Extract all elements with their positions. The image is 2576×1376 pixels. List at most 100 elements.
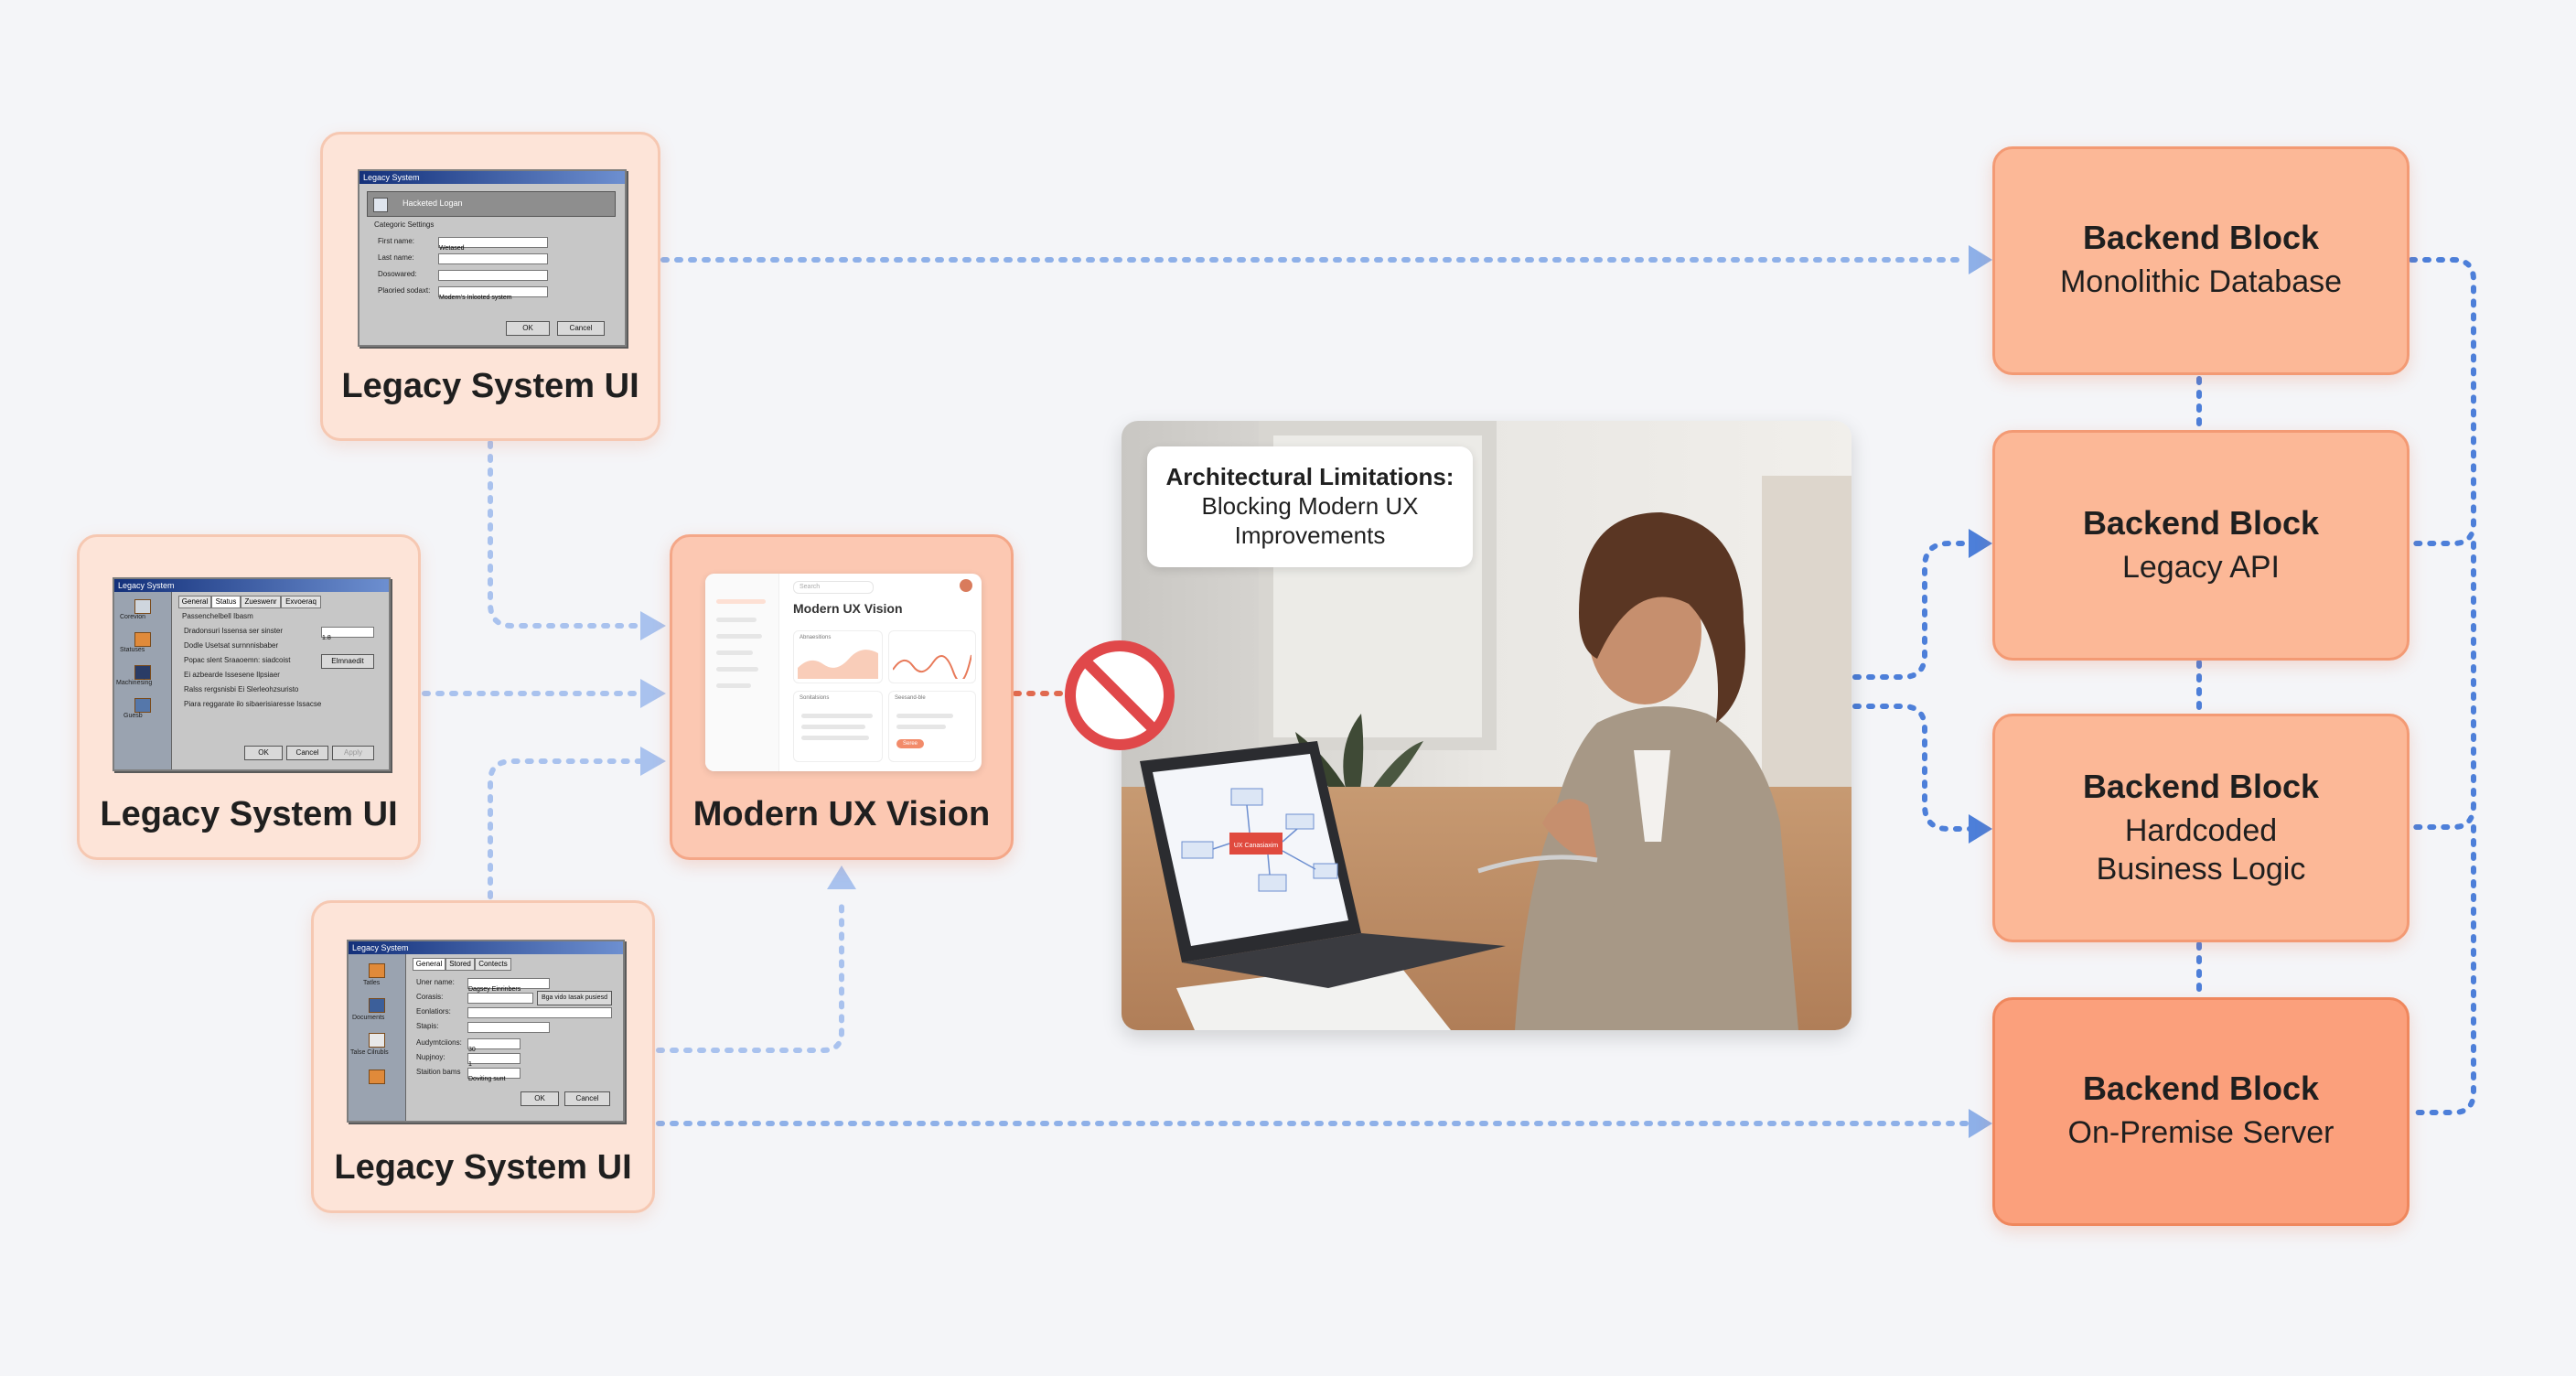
cancel-button[interactable]: Cancel xyxy=(564,1091,610,1106)
field-label: Staition bams xyxy=(416,1068,461,1076)
laptop: UX Canasiaxim xyxy=(1140,741,1506,988)
node-label: Legacy System UI xyxy=(100,795,398,833)
option-item[interactable]: Popac slent Sraaoemn: siadcoist xyxy=(184,656,291,664)
arrowhead xyxy=(1969,814,1992,844)
field-input[interactable] xyxy=(467,1007,612,1018)
tab-exvoeraq[interactable]: Exvoeraq xyxy=(281,596,321,608)
field-select[interactable]: 30 xyxy=(467,1038,521,1053)
backend-block-database[interactable]: Backend Block Monolithic Database xyxy=(1992,146,2410,375)
connector-legacy3-modern-a xyxy=(488,758,643,899)
legacy-system-node-3[interactable]: Legacy System Tatles Documents Talse Cil… xyxy=(311,900,655,1213)
connector-right-loop xyxy=(2409,257,2476,1115)
tab-zueswenr[interactable]: Zueswenr xyxy=(241,596,281,608)
arrowheads xyxy=(640,245,1992,1138)
arrowhead xyxy=(640,679,666,708)
backend-block-title: Backend Block xyxy=(2082,1070,2320,1107)
field-input[interactable] xyxy=(467,1022,550,1033)
node-label: Legacy System UI xyxy=(334,1148,632,1187)
window-sidebar: Corevion Statuses Machinesing Guesb xyxy=(114,592,172,769)
backend-block-logic[interactable]: Backend Block Hardcoded Business Logic xyxy=(1992,714,2410,942)
field-label: Nupjnoy: xyxy=(416,1053,445,1061)
value-select[interactable]: 1.8 xyxy=(321,627,374,641)
product-select[interactable]: Modern's Inlooted system xyxy=(438,286,548,301)
modern-ux-node[interactable]: Search Modern UX Vision Abnaesitions Son… xyxy=(670,534,1014,860)
arrowhead xyxy=(1969,1109,1992,1138)
field-label: Uner name: xyxy=(416,978,455,986)
legacy-system-node-1[interactable]: Legacy System Hacketed Logan Categoric S… xyxy=(320,132,660,441)
ok-button[interactable]: OK xyxy=(506,321,550,336)
line-chart-icon xyxy=(893,654,971,679)
ok-button[interactable]: OK xyxy=(244,746,283,760)
backend-block-title: Backend Block xyxy=(2082,504,2320,542)
apply-button[interactable]: Apply xyxy=(332,746,374,760)
mock-card-area-chart: Abnaesitions xyxy=(793,630,883,683)
mock-card-line-chart xyxy=(888,630,976,683)
callout-body: Blocking Modern UX Improvements xyxy=(1201,492,1419,549)
mock-sidebar xyxy=(705,574,779,771)
edit-button[interactable]: Elmnaedit xyxy=(321,654,374,669)
arrowhead xyxy=(640,611,666,640)
backend-block-api[interactable]: Backend Block Legacy API xyxy=(1992,430,2410,661)
laptop-center-box xyxy=(1229,833,1283,855)
tab-status[interactable]: Status xyxy=(211,596,241,608)
field-input[interactable] xyxy=(467,993,533,1004)
legacy-system-node-2[interactable]: Legacy System Corevion Statuses Machines… xyxy=(77,534,421,860)
option-item[interactable]: Ralss rergsnisbi Ei Slerleohzsuristo xyxy=(184,685,299,693)
option-item[interactable]: Dradonsuri Issensa ser sinster xyxy=(184,627,284,635)
area-chart-icon xyxy=(798,650,878,679)
mock-card-form: Seesand-ble Seree xyxy=(888,691,976,762)
group-label: Categoric Settings xyxy=(374,220,435,229)
first-name-field[interactable]: Wetased xyxy=(438,237,548,252)
avatar xyxy=(960,579,972,592)
users-icon xyxy=(134,698,151,713)
group-label: Passenchelbell Ibasm xyxy=(182,612,253,620)
user-name-field[interactable]: Dagsey Einrinbers xyxy=(467,978,550,993)
modern-ui-mockup: Search Modern UX Vision Abnaesitions Son… xyxy=(705,574,982,771)
arrowhead xyxy=(827,865,856,889)
option-item[interactable]: Ei azbearde Issesene Ilpsiaer xyxy=(184,671,280,679)
field-label: Last name: xyxy=(378,253,414,262)
mock-search-input: Search xyxy=(793,581,874,594)
connector-photo-api xyxy=(1852,541,1975,680)
document-icon xyxy=(369,1033,385,1048)
cancel-button[interactable]: Cancel xyxy=(557,321,605,336)
tab-stored[interactable]: Stored xyxy=(445,958,475,971)
arrowhead xyxy=(640,747,666,776)
password-field[interactable] xyxy=(438,270,548,281)
field-label: Dosowared: xyxy=(378,270,417,278)
folder-icon xyxy=(369,1070,385,1084)
mock-title: Modern UX Vision xyxy=(793,601,903,616)
tab-contects[interactable]: Contects xyxy=(475,958,511,971)
field-label: Corasis: xyxy=(416,993,444,1001)
person xyxy=(1477,512,1798,1030)
legacy-window-1: Legacy System Hacketed Logan Categoric S… xyxy=(358,169,627,347)
option-item[interactable]: Piara reggarate ilo sibaerisiaresse Issa… xyxy=(184,700,322,708)
option-item[interactable]: Dodle Usetsat surnnnisbaber xyxy=(184,641,279,650)
last-name-field[interactable] xyxy=(438,253,548,264)
field-label: First name: xyxy=(378,237,415,245)
connector-legacy3-modern-b xyxy=(656,896,844,1053)
backend-block-title: Backend Block xyxy=(2082,219,2320,256)
arrowhead xyxy=(1969,245,1992,274)
no-entry-icon xyxy=(1065,640,1175,750)
field-label: Plaoried sodaxt: xyxy=(378,286,431,295)
connector-legacy1-modern xyxy=(488,440,643,629)
field-label: Eonlatiors: xyxy=(416,1007,451,1016)
cancel-button[interactable]: Cancel xyxy=(286,746,328,760)
folder-icon xyxy=(369,963,385,978)
field-select[interactable]: 1 xyxy=(467,1053,521,1068)
side-button[interactable]: Bga vido Iasak pusiesd xyxy=(537,991,612,1005)
user-icon xyxy=(373,198,388,212)
connector-photo-logic xyxy=(1852,704,1975,832)
backend-block-subtitle: Hardcoded Business Logic xyxy=(2096,813,2306,887)
ok-button[interactable]: OK xyxy=(521,1091,559,1106)
field-select[interactable]: Doviting sunt xyxy=(467,1068,521,1082)
field-label: Audymtciions: xyxy=(416,1038,462,1047)
field-label: Stapis: xyxy=(416,1022,439,1030)
backend-block-subtitle: On-Premise Server xyxy=(2067,1115,2334,1150)
tab-general[interactable]: General xyxy=(178,596,211,608)
node-label: Modern UX Vision xyxy=(692,795,991,833)
tab-general[interactable]: General xyxy=(413,958,445,971)
backend-block-server[interactable]: Backend Block On-Premise Server xyxy=(1992,997,2410,1226)
